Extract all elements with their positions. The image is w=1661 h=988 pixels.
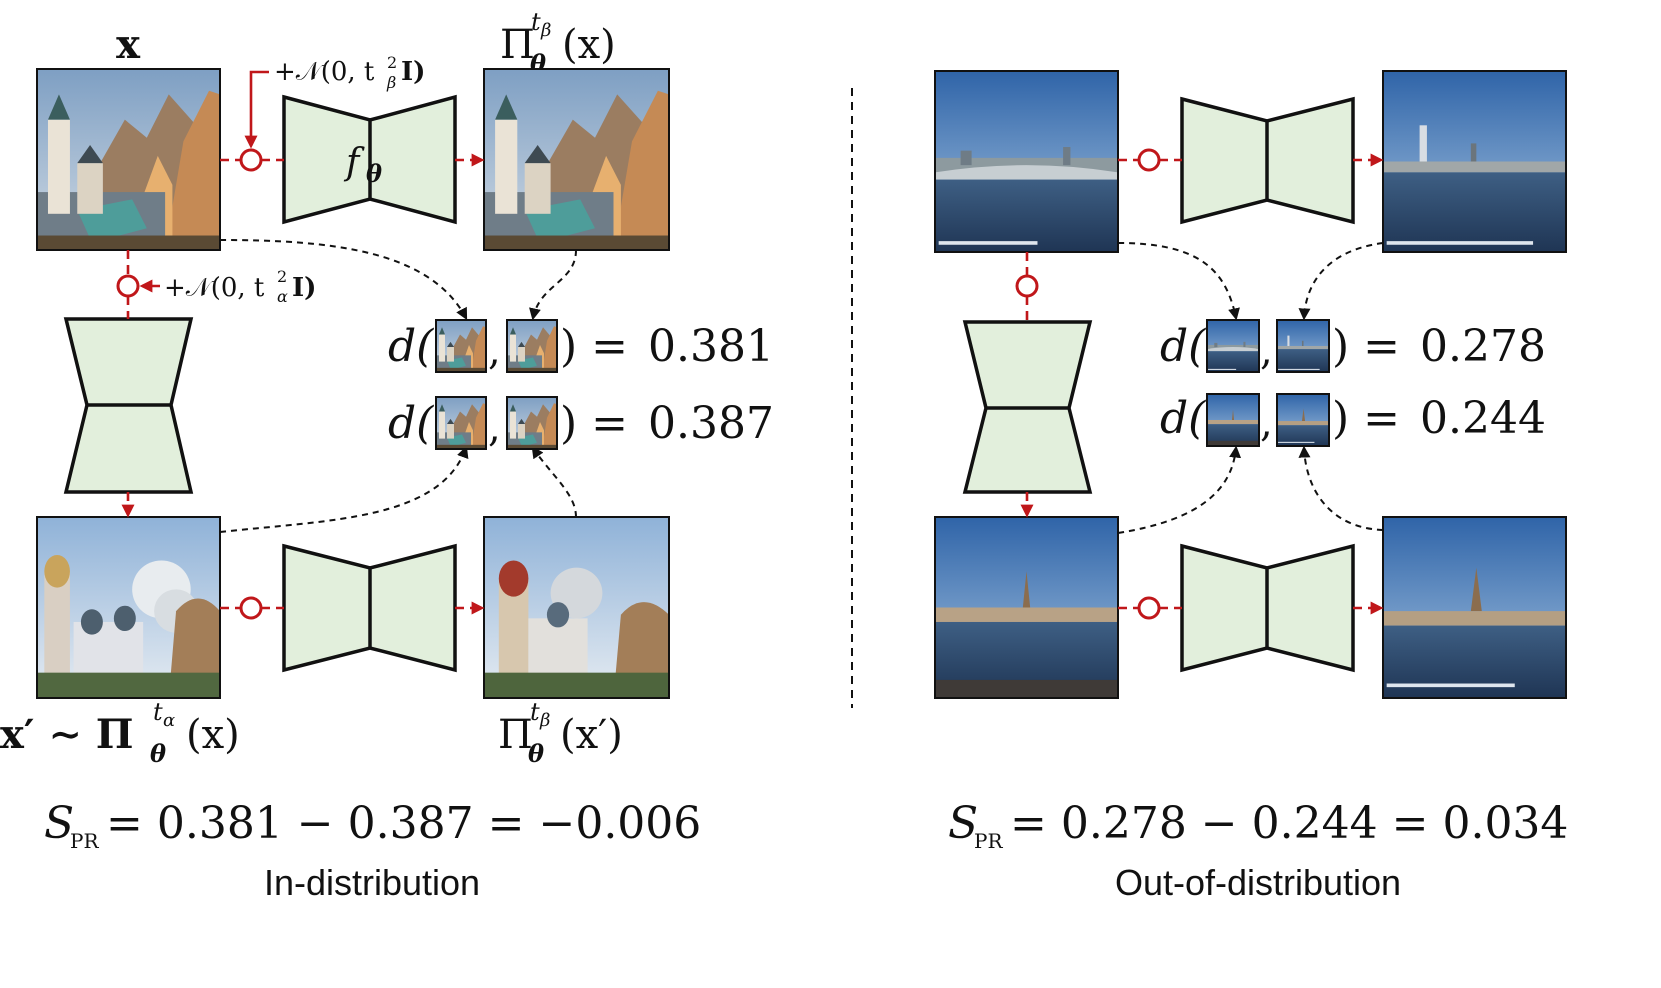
noise-node-top-ood (1137, 148, 1161, 172)
svg-text:x′ ∼ Π: x′ ∼ Π (0, 711, 134, 758)
svg-text:) =: ) = (1332, 393, 1400, 444)
image-proj-x-prime-ood (1382, 516, 1567, 699)
image-proj-x-prime (483, 516, 670, 699)
svg-text:= 0.278 − 0.244 = 0.034: = 0.278 − 0.244 = 0.034 (1010, 798, 1568, 849)
svg-text:I): I) (401, 57, 425, 87)
image-proj-x (483, 68, 670, 251)
panel-in-distribution: x Π t β θ (x) f θ (0, 8, 774, 903)
network-bottom-ood (1180, 543, 1355, 673)
network-f-theta-top: f θ (282, 94, 457, 225)
svg-text:θ: θ (150, 739, 166, 768)
svg-text:d(: d( (388, 398, 434, 449)
svg-text:,: , (1260, 328, 1273, 374)
distance-value-2-ood: 0.244 (1420, 393, 1546, 444)
svg-text:= 0.381 − 0.387 = −0.006: = 0.381 − 0.387 = −0.006 (106, 798, 701, 849)
svg-text:+𝒩(0, t: +𝒩(0, t (164, 273, 265, 303)
svg-text:(x): (x) (562, 22, 616, 68)
svg-text:Π: Π (498, 712, 533, 758)
svg-text:,: , (488, 328, 501, 374)
svg-text:t: t (530, 698, 540, 726)
distance-value-2: 0.387 (648, 398, 774, 449)
caption-in-distribution: In-distribution (264, 862, 480, 903)
svg-text:d(: d( (1160, 321, 1206, 372)
image-x-ood (934, 70, 1119, 253)
svg-text:θ: θ (366, 159, 382, 188)
distance-value-1-ood: 0.278 (1420, 321, 1546, 372)
network-vertical-ood (962, 320, 1093, 494)
noise-beta-bottom (220, 596, 284, 620)
score-right: S PR = 0.278 − 0.244 = 0.034 (948, 798, 1568, 853)
svg-text:PR: PR (70, 829, 99, 853)
svg-text:(x): (x) (186, 712, 240, 758)
noise-node-vertical-ood (1015, 274, 1039, 298)
svg-text:β: β (386, 73, 396, 92)
svg-text:) =: ) = (560, 398, 628, 449)
svg-text:2: 2 (277, 267, 287, 286)
svg-text:S: S (948, 798, 978, 849)
svg-text:θ: θ (528, 739, 544, 768)
svg-text:t: t (531, 8, 541, 36)
proj-x-prime-label: Π t β θ (x′) (498, 698, 623, 768)
x-label: x (116, 21, 141, 68)
distance-row-2-ood: d( , ) = 0.244 (1160, 393, 1546, 447)
distance-row-1: d( , ) = 0.381 (388, 319, 774, 374)
distance-value-1: 0.381 (648, 321, 774, 372)
svg-text:d(: d( (1160, 393, 1206, 444)
svg-text:S: S (44, 798, 74, 849)
image-proj-x-ood (1382, 70, 1567, 253)
panel-out-of-distribution: d( , ) = 0.278 d( , ) = 0.244 S PR = 0.2… (934, 70, 1568, 903)
svg-text:,: , (488, 405, 501, 451)
noise-node-bottom-ood (1137, 596, 1161, 620)
distance-row-1-ood: d( , ) = 0.278 (1160, 319, 1546, 374)
svg-text:Π: Π (500, 22, 535, 68)
svg-text:2: 2 (387, 53, 397, 72)
network-bottom (282, 543, 457, 673)
svg-text:PR: PR (974, 829, 1003, 853)
svg-text:,: , (1260, 400, 1273, 446)
x-prime-label: x′ ∼ Π t α θ (x) (0, 698, 240, 768)
image-x (36, 68, 221, 251)
image-x-prime-ood (934, 516, 1119, 699)
noise-beta-top: +𝒩(0, t 2 β I) (220, 53, 425, 172)
svg-text:+𝒩(0, t: +𝒩(0, t (274, 57, 375, 87)
svg-text:β: β (539, 710, 550, 731)
svg-text:α: α (277, 287, 288, 306)
svg-text:α: α (163, 710, 175, 731)
svg-text:) =: ) = (1332, 321, 1400, 372)
svg-text:I): I) (292, 273, 316, 303)
proj-x-label: Π t β θ (x) (500, 8, 616, 78)
svg-text:) =: ) = (560, 321, 628, 372)
distance-row-2: d( , ) = 0.387 (388, 396, 774, 451)
score-left: S PR = 0.381 − 0.387 = −0.006 (44, 798, 701, 853)
noise-alpha: +𝒩(0, t 2 α I) (116, 250, 316, 319)
svg-text:(x′): (x′) (560, 712, 623, 758)
svg-text:β: β (540, 20, 551, 41)
image-x-prime (36, 516, 221, 699)
svg-text:t: t (153, 698, 163, 726)
svg-text:d(: d( (388, 321, 434, 372)
network-top-ood (1180, 96, 1355, 225)
caption-out-of-distribution: Out-of-distribution (1115, 862, 1401, 903)
network-vertical (63, 317, 194, 494)
